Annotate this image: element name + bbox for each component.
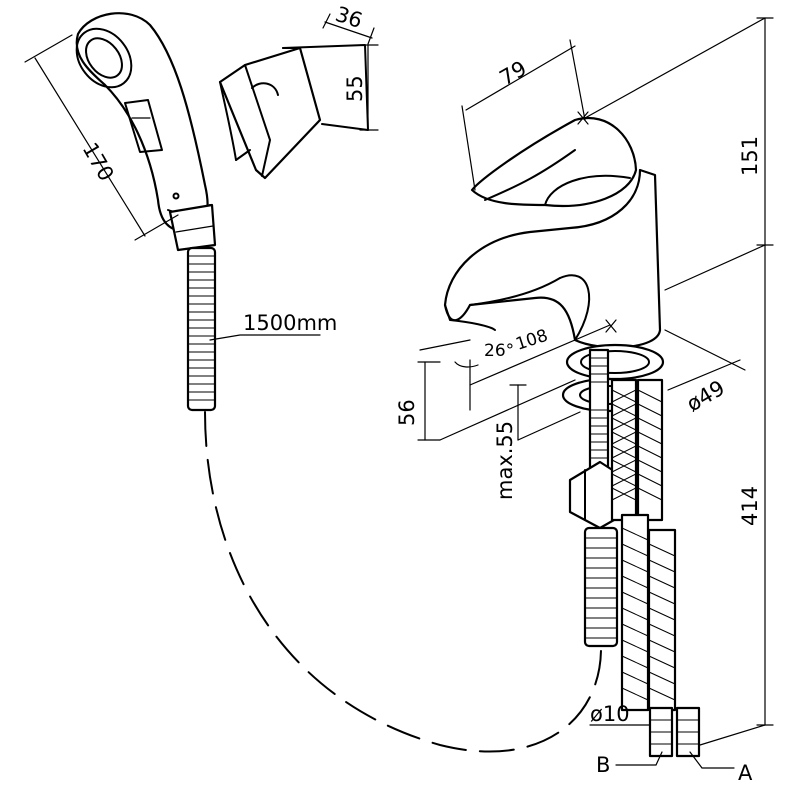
label-b: B bbox=[596, 753, 610, 777]
supply-hoses bbox=[610, 378, 701, 758]
label-a: A bbox=[738, 761, 753, 785]
dimension-1500mm: 1500mm bbox=[209, 311, 337, 341]
dim-36-label: 36 bbox=[332, 2, 365, 33]
dim-151-label: 151 bbox=[738, 136, 762, 176]
dim-414-label: 414 bbox=[738, 486, 762, 526]
dim-55-holder-label: 55 bbox=[343, 75, 367, 102]
dim-49-label: ø49 bbox=[683, 376, 729, 417]
shower-holder bbox=[218, 44, 369, 180]
dimension-max55: max.55 bbox=[493, 384, 581, 500]
dim-max55-label: max.55 bbox=[493, 421, 517, 500]
dimension-10: ø10 bbox=[589, 702, 651, 726]
dimension-56: 56 bbox=[395, 361, 576, 441]
dim-1500mm-label: 1500mm bbox=[243, 311, 337, 335]
dimension-414: 414 bbox=[664, 244, 774, 746]
dimension-49: ø49 bbox=[664, 329, 746, 417]
dim-170-label: 170 bbox=[78, 139, 119, 186]
hand-shower bbox=[75, 12, 217, 252]
faucet-body bbox=[443, 117, 662, 349]
dimension-55-holder: 55 bbox=[343, 44, 379, 131]
dim-26deg-label: 26° bbox=[484, 341, 514, 361]
shower-hose-corrugated bbox=[186, 246, 217, 412]
dim-79-label: 79 bbox=[496, 56, 531, 90]
dim-56-label: 56 bbox=[395, 399, 419, 426]
dim-10-label: ø10 bbox=[590, 702, 630, 726]
dimension-36: 36 bbox=[322, 2, 375, 45]
dimension-151: 151 bbox=[584, 17, 774, 246]
label-b-callout: B bbox=[596, 751, 663, 777]
dim-108-label: 108 bbox=[513, 326, 550, 355]
hose-length-dashed-line bbox=[204, 411, 602, 753]
label-a-callout: A bbox=[689, 751, 753, 785]
